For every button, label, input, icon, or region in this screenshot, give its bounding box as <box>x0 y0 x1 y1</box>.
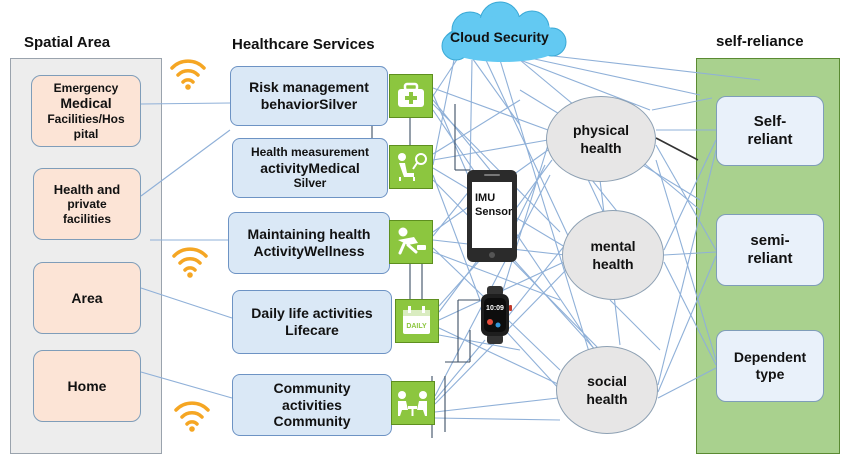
connector-line <box>140 102 231 105</box>
connector-line <box>434 397 559 413</box>
connector-line <box>432 54 461 97</box>
health-check-icon <box>389 145 433 189</box>
connector-line <box>504 249 601 356</box>
connector-line <box>651 97 713 111</box>
connector-line <box>434 339 486 401</box>
service-health-measurement: Health measurement activityMedical Silve… <box>232 138 388 198</box>
connector-line <box>140 371 233 399</box>
connector-line <box>432 179 601 351</box>
connector-line <box>438 327 561 386</box>
reliance-dependent-type: Dependent type <box>716 330 824 402</box>
spatial-box-emergency: Emergency Medical Facilities/Hos pital <box>31 75 141 147</box>
medical-kit-icon <box>389 74 433 118</box>
physical-to-self-reliant-link <box>655 137 699 161</box>
spatial-box-area: Area <box>33 262 141 334</box>
circle-physical-health: physical health <box>546 96 656 182</box>
circle-mental-health: mental health <box>562 210 664 300</box>
connector-line <box>504 244 566 321</box>
connector-line <box>657 255 717 393</box>
connector-line <box>140 129 231 197</box>
connector-line <box>499 59 591 356</box>
connector-line <box>663 139 717 251</box>
connector-line <box>499 144 549 301</box>
connector-line <box>432 93 471 181</box>
service-risk-management: Risk management behaviorSilver <box>230 66 388 126</box>
connector-line <box>469 59 473 176</box>
reliance-semi-reliant: semi- reliant <box>716 214 824 286</box>
daily-calendar-icon: DAILY <box>395 299 439 343</box>
connector-line <box>432 174 481 301</box>
connector-line <box>432 54 456 166</box>
connector-line <box>657 149 717 386</box>
cloud-security-label: Cloud Security <box>450 29 549 45</box>
connector-line <box>469 54 521 126</box>
service-maintaining-health: Maintaining health ActivityWellness <box>228 212 390 274</box>
connector-line <box>544 54 761 81</box>
service-community: Community activities Community <box>232 374 392 436</box>
exercise-icon <box>389 220 433 264</box>
connector-line <box>432 167 571 251</box>
connector-line <box>140 287 233 319</box>
connector-line <box>438 334 521 351</box>
heading-self-reliance: self-reliance <box>716 33 804 50</box>
connector-line <box>663 261 717 366</box>
connector-line <box>655 159 717 361</box>
heading-healthcare-services: Healthcare Services <box>232 36 375 53</box>
connector-line <box>504 329 561 391</box>
meeting-icon <box>391 381 435 425</box>
connector-line <box>657 367 717 399</box>
reliance-self-reliant: Self- reliant <box>716 96 824 166</box>
heading-spatial-area: Spatial Area <box>24 34 111 51</box>
spatial-box-home: Home <box>33 350 141 422</box>
connector-line <box>529 57 701 96</box>
daily-calendar-text: DAILY <box>406 323 427 330</box>
connector-line <box>432 139 549 161</box>
connector-line <box>609 299 661 351</box>
connector-line <box>432 99 521 155</box>
connector-line <box>432 247 561 371</box>
connector-line <box>432 189 471 237</box>
connector-line <box>434 174 551 397</box>
circle-social-health: social health <box>556 346 658 434</box>
connector-line <box>432 87 549 131</box>
connector-line <box>432 103 561 233</box>
connector-line <box>438 259 481 307</box>
connector-line <box>434 417 561 421</box>
connector-line <box>655 144 717 251</box>
service-daily-life: Daily life activities Lifecare <box>232 290 392 354</box>
connector-line <box>432 99 491 171</box>
connector-line <box>432 251 561 301</box>
connector-line <box>432 239 566 256</box>
spatial-box-health-facilities: Health and private facilities <box>33 168 141 240</box>
